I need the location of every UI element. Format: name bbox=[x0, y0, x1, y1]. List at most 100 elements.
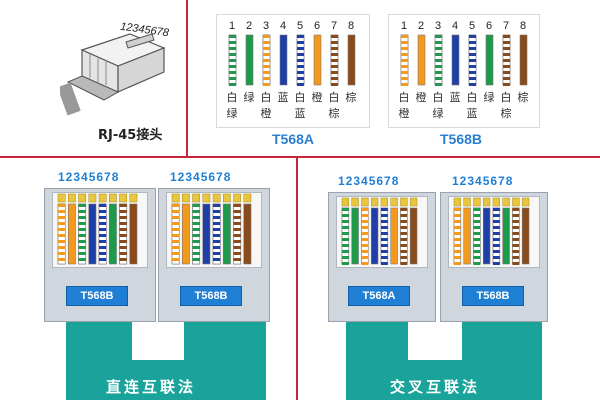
connector-wire-7 bbox=[400, 207, 408, 265]
wire-color-label: 蓝 bbox=[467, 107, 478, 120]
wire-color-label: 白 bbox=[501, 90, 512, 104]
gold-contact bbox=[243, 193, 252, 203]
crossover-method-label: 交叉互联法 bbox=[390, 378, 481, 396]
connector-wire-6 bbox=[502, 207, 510, 265]
standard-title-t568b: T568B bbox=[440, 131, 483, 147]
wire-color-label: 白 bbox=[433, 90, 444, 104]
connector-wire-8 bbox=[243, 203, 252, 265]
connector-wire-8 bbox=[521, 207, 530, 265]
pin-number: 7 bbox=[503, 20, 509, 32]
wire-color-label: 绿 bbox=[433, 106, 444, 120]
gold-contact bbox=[410, 197, 418, 207]
connector-wire-3 bbox=[192, 203, 201, 265]
gold-contact bbox=[202, 193, 211, 203]
gold-contact bbox=[483, 197, 491, 207]
crossover-cable-bottom bbox=[346, 360, 542, 400]
gold-contact bbox=[88, 193, 97, 203]
wire-color-label: 蓝 bbox=[278, 91, 289, 104]
standard-title-t568a: T568A bbox=[272, 131, 315, 147]
pin-number: 5 bbox=[469, 20, 475, 32]
straight-cable-bottom bbox=[66, 360, 266, 400]
gold-contact bbox=[223, 193, 231, 203]
wire-color-label: 绿 bbox=[227, 106, 238, 120]
connector-wire-8 bbox=[129, 203, 138, 265]
connector-wire-2 bbox=[181, 203, 190, 265]
gold-contact bbox=[463, 197, 471, 207]
wire-color-label: 棕 bbox=[518, 90, 529, 104]
wire-color-label: 白 bbox=[329, 90, 340, 104]
wire-color-label: 蓝 bbox=[295, 107, 306, 120]
wire-4 bbox=[451, 34, 460, 86]
connector-wire-2 bbox=[67, 203, 76, 265]
gold-contact bbox=[212, 193, 221, 203]
connector-wire-6 bbox=[108, 203, 117, 265]
straight-left-standard-label: T568B bbox=[66, 286, 128, 306]
wire-color-label: 橙 bbox=[416, 90, 427, 104]
gold-contact bbox=[361, 197, 369, 207]
gold-contact bbox=[119, 193, 127, 203]
wire-color-label: 橙 bbox=[312, 90, 323, 104]
wire-2 bbox=[417, 34, 426, 86]
crossover-right-standard-label: T568B bbox=[462, 286, 524, 306]
straight-left-pin-numbers: 12345678 bbox=[58, 170, 120, 184]
connector-wire-1 bbox=[57, 203, 66, 265]
pin-number: 5 bbox=[297, 20, 303, 32]
connector-wire-5 bbox=[98, 203, 107, 265]
gold-contact bbox=[390, 197, 398, 207]
crossover-right-pin-numbers: 12345678 bbox=[452, 174, 514, 188]
straight-cable-gap bbox=[132, 318, 184, 360]
gold-contact bbox=[233, 193, 241, 203]
pin-number: 1 bbox=[401, 20, 407, 32]
gold-contact bbox=[98, 193, 107, 203]
wire-color-label: 白 bbox=[295, 90, 306, 104]
wire-3 bbox=[262, 34, 271, 86]
connector-wire-5 bbox=[380, 207, 389, 265]
connector-wire-4 bbox=[482, 207, 491, 265]
wire-2 bbox=[245, 34, 254, 86]
connector-wire-3 bbox=[473, 207, 481, 265]
connector-wire-7 bbox=[512, 207, 520, 265]
wire-7 bbox=[502, 34, 511, 86]
wire-4 bbox=[279, 34, 288, 86]
crossover-left-wires bbox=[341, 197, 418, 265]
pin-number: 6 bbox=[314, 20, 320, 32]
pin-number: 3 bbox=[263, 20, 269, 32]
connector-wire-8 bbox=[409, 207, 418, 265]
wire-color-label: 棕 bbox=[501, 106, 512, 120]
straight-left-wires bbox=[57, 193, 138, 265]
connector-wire-1 bbox=[341, 207, 350, 265]
gold-contact bbox=[522, 197, 530, 207]
vertical-divider-bottom bbox=[296, 158, 298, 400]
crossover-left-pin-numbers: 12345678 bbox=[338, 174, 400, 188]
wire-7 bbox=[330, 34, 339, 86]
straight-right-pin-numbers: 12345678 bbox=[170, 170, 232, 184]
connector-wire-4 bbox=[370, 207, 379, 265]
gold-contact bbox=[453, 197, 461, 207]
pin-number: 2 bbox=[246, 20, 252, 32]
pin-number: 6 bbox=[486, 20, 492, 32]
wire-5 bbox=[468, 34, 477, 86]
connector-wire-4 bbox=[88, 203, 97, 265]
connector-wire-6 bbox=[390, 207, 398, 265]
gold-contact bbox=[512, 197, 520, 207]
wire-color-label: 橙 bbox=[261, 106, 272, 120]
gold-contact bbox=[502, 197, 510, 207]
wire-color-label: 棕 bbox=[346, 90, 357, 104]
connector-wire-2 bbox=[463, 207, 471, 265]
wire-color-label: 白 bbox=[467, 90, 478, 104]
wire-8 bbox=[519, 34, 528, 86]
crossover-right-wires bbox=[453, 197, 530, 265]
straight-method-label: 直连互联法 bbox=[106, 378, 197, 396]
wire-color-label: 白 bbox=[227, 90, 238, 104]
gold-contact bbox=[341, 197, 349, 207]
rj45-caption: RJ-45接头 bbox=[98, 128, 163, 143]
wire-color-label: 蓝 bbox=[450, 91, 461, 104]
rj45-connector-illustration bbox=[57, 20, 180, 120]
wire-color-label: 白 bbox=[399, 90, 410, 104]
pin-number: 4 bbox=[280, 20, 286, 32]
gold-contact bbox=[371, 197, 379, 207]
connector-wire-5 bbox=[212, 203, 221, 265]
